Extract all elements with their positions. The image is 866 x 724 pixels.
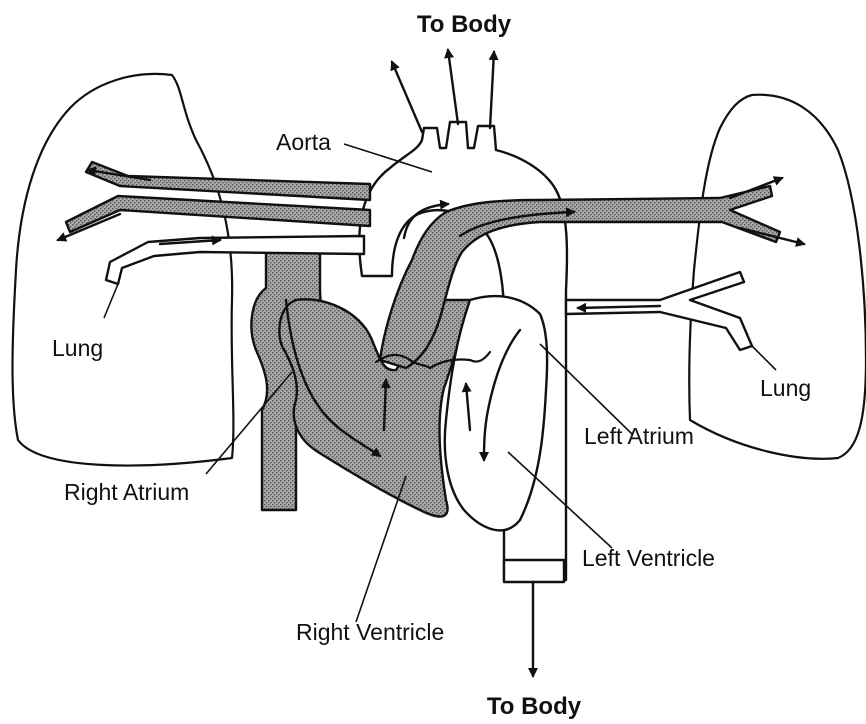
leader-right-ventricle [356,476,406,622]
label-aorta: Aorta [276,129,331,155]
label-lung-right: Lung [760,375,811,401]
left-lung-outline [13,74,234,466]
label-to-body-top: To Body [417,11,512,38]
leader-lung-right [752,346,776,370]
flow-arrow-top-left [392,62,422,132]
label-left-ventricle: Left Ventricle [582,545,715,571]
pulmonary-artery-left-branch [86,162,370,200]
pulmonary-artery-left-lower [66,196,370,232]
label-right-atrium: Right Atrium [64,479,189,505]
label-left-atrium: Left Atrium [584,423,694,449]
right-lung-outline [689,95,866,459]
flow-arrow-top-right [490,52,494,128]
flow-arrow-top-mid [448,50,458,124]
pulmonary-vein-left [106,236,364,284]
label-to-body-bottom: To Body [487,693,582,720]
label-right-ventricle: Right Ventricle [296,619,444,645]
pulmonary-vein-right [566,272,752,350]
right-heart-chambers [279,299,470,516]
leader-lung-left [104,284,118,318]
label-lung-left: Lung [52,335,103,361]
descending-aorta [504,560,564,582]
